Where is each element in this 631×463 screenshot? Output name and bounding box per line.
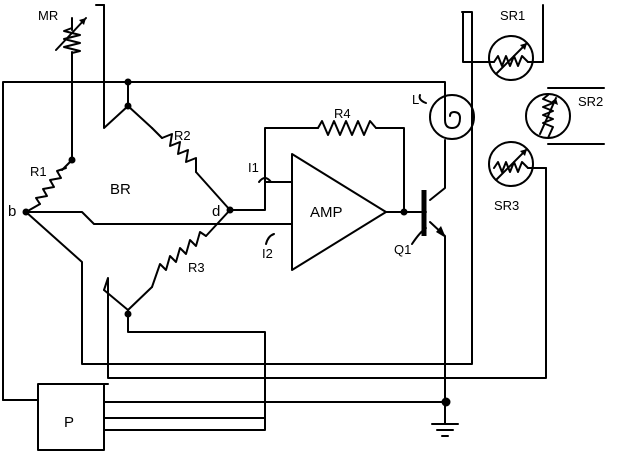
wiring bbox=[2, 4, 605, 431]
wire-sr1-return bbox=[25, 11, 473, 365]
resistor-r1 bbox=[35, 167, 67, 205]
ground-symbol bbox=[431, 423, 459, 437]
resistor-r2 bbox=[161, 133, 197, 173]
label-d: d bbox=[212, 203, 220, 220]
wire-r4-left bbox=[264, 127, 319, 183]
label-l: L bbox=[412, 92, 419, 107]
wire-i2 bbox=[25, 211, 293, 225]
label-r4: R4 bbox=[334, 106, 351, 121]
wire-r4-right bbox=[375, 127, 405, 213]
wire-hop bbox=[258, 177, 272, 183]
label-r1: R1 bbox=[30, 164, 47, 179]
label-r2: R2 bbox=[174, 128, 191, 143]
label-r3: R3 bbox=[188, 260, 205, 275]
label-q1: Q1 bbox=[394, 242, 411, 257]
wire-sr3-loop bbox=[103, 167, 547, 379]
wire-p-bottom bbox=[103, 315, 266, 431]
p-label: P bbox=[64, 414, 74, 431]
wire-sr1-right bbox=[527, 4, 544, 63]
label-b: b bbox=[8, 203, 16, 220]
resistor-mr bbox=[55, 17, 87, 54]
wire-emitter bbox=[429, 221, 446, 425]
resistor-r4 bbox=[317, 120, 377, 136]
wire-mr-loop bbox=[103, 4, 153, 129]
sensor-sr3 bbox=[488, 141, 534, 187]
lamp-l bbox=[418, 94, 475, 140]
junction-dots bbox=[22, 78, 451, 407]
sensor-sr1 bbox=[488, 35, 534, 81]
label-sr3: SR3 bbox=[494, 198, 519, 213]
wire-r3-lead-b bbox=[127, 286, 153, 311]
sensor-sr2 bbox=[525, 93, 571, 139]
label-i1: I1 bbox=[248, 160, 259, 175]
wire-collector bbox=[429, 139, 446, 201]
labels: MR SR1 SR2 SR3 L R1 R2 R3 R4 BR b d I1 I… bbox=[8, 8, 603, 275]
label-i2: I2 bbox=[262, 246, 273, 261]
label-sr2: SR2 bbox=[578, 94, 603, 109]
amp-label: AMP bbox=[310, 204, 343, 221]
wire-i1 bbox=[229, 181, 293, 211]
label-br: BR bbox=[110, 181, 131, 198]
amplifier: AMP bbox=[291, 153, 387, 271]
wire-top-bus bbox=[2, 81, 446, 401]
wire-r2-lead-a bbox=[151, 127, 163, 139]
wire-sr1-left bbox=[462, 11, 495, 63]
i2-leader bbox=[265, 233, 275, 245]
transistor-q1 bbox=[411, 190, 446, 245]
wire-r2-lead-b bbox=[195, 171, 231, 211]
resistor-r3 bbox=[151, 231, 207, 288]
label-mr: MR bbox=[38, 8, 58, 23]
label-sr1: SR1 bbox=[500, 8, 525, 23]
block-p: P bbox=[37, 383, 105, 451]
